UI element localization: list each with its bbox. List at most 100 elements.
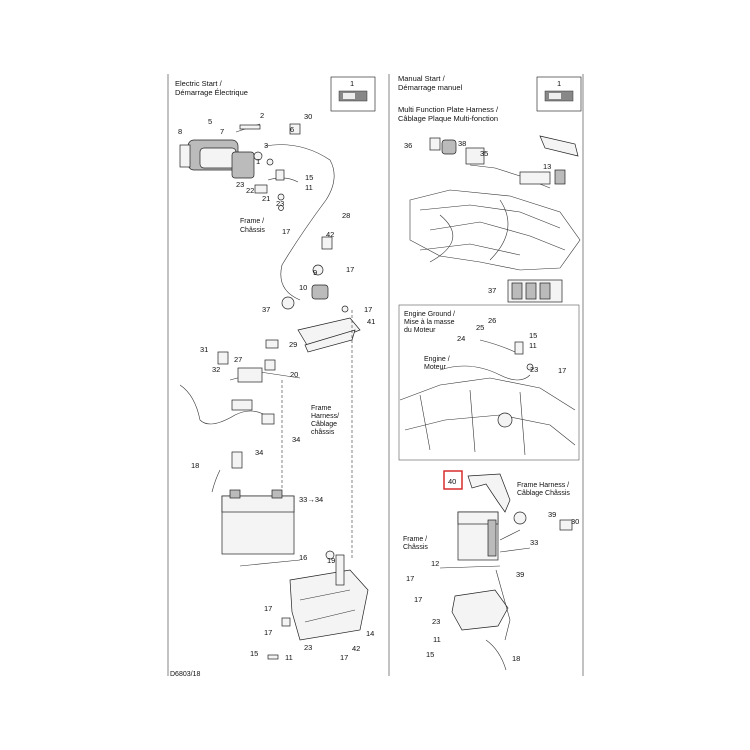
svg-text:3: 3 (264, 141, 268, 150)
svg-text:Frame /: Frame / (403, 536, 427, 543)
svg-text:Engine /: Engine / (424, 356, 450, 363)
svg-text:17: 17 (558, 366, 566, 375)
svg-text:14: 14 (366, 629, 374, 638)
svg-text:9: 9 (313, 268, 317, 277)
svg-text:Châssis: Châssis (240, 227, 265, 234)
left-badge: 1 (330, 76, 376, 112)
svg-text:Câblage Châssis: Câblage Châssis (517, 490, 570, 497)
svg-text:Câblage Plaque Multi-fonction: Câblage Plaque Multi-fonction (398, 114, 498, 123)
engine-ground-box: Engine Ground / Mise à la masse du Moteu… (398, 304, 580, 461)
svg-text:40: 40 (448, 477, 456, 486)
svg-text:23: 23 (276, 199, 284, 208)
svg-text:37: 37 (262, 305, 270, 314)
svg-text:17: 17 (282, 227, 290, 236)
figure-code: D6803/18 (170, 671, 200, 678)
svg-text:du Moteur: du Moteur (404, 327, 436, 334)
svg-text:31: 31 (200, 345, 208, 354)
svg-text:42: 42 (326, 230, 334, 239)
battery-right (457, 511, 499, 561)
svg-text:17: 17 (414, 595, 422, 604)
part-40-highlight[interactable]: 40 (443, 470, 463, 490)
svg-text:châssis: châssis (311, 429, 335, 436)
svg-text:25: 25 (476, 323, 484, 332)
svg-text:12: 12 (431, 559, 439, 568)
svg-text:15: 15 (305, 173, 313, 182)
svg-text:2: 2 (260, 111, 264, 120)
svg-text:37: 37 (488, 286, 496, 295)
starter-motor (179, 139, 255, 179)
frame-harness-label: Frame Harness/ Câblage châssis (311, 405, 339, 436)
svg-text:22: 22 (246, 186, 254, 195)
svg-text:17: 17 (406, 574, 414, 583)
svg-text:15: 15 (426, 650, 434, 659)
svg-text:33→34: 33→34 (299, 495, 323, 504)
svg-text:27: 27 (234, 355, 242, 364)
svg-text:26: 26 (488, 316, 496, 325)
svg-text:34: 34 (292, 435, 300, 444)
svg-text:17: 17 (264, 604, 272, 613)
svg-text:1: 1 (350, 79, 354, 88)
left-callouts: 2 30 5 7 8 6 3 1 15 11 23 22 21 23 17 28… (178, 111, 375, 662)
svg-text:Multi Function Plate Harness /: Multi Function Plate Harness / (398, 105, 499, 114)
svg-text:23: 23 (304, 643, 312, 652)
svg-text:17: 17 (346, 265, 354, 274)
svg-text:29: 29 (289, 340, 297, 349)
svg-text:11: 11 (529, 341, 537, 350)
svg-text:35: 35 (480, 149, 488, 158)
svg-text:21: 21 (262, 194, 270, 203)
svg-text:Démarrage Électrique: Démarrage Électrique (175, 88, 248, 97)
svg-text:13: 13 (543, 162, 551, 171)
svg-text:38: 38 (458, 139, 466, 148)
svg-text:36: 36 (404, 141, 412, 150)
svg-text:24: 24 (457, 334, 465, 343)
svg-text:20: 20 (290, 370, 298, 379)
svg-text:11: 11 (305, 183, 313, 192)
svg-text:39: 39 (516, 570, 524, 579)
svg-text:23: 23 (432, 617, 440, 626)
svg-text:Electric Start /: Electric Start / (175, 79, 223, 88)
svg-text:17: 17 (364, 305, 372, 314)
frame-harness-label-right: Frame Harness / Câblage Châssis (517, 482, 570, 497)
svg-text:Démarrage manuel: Démarrage manuel (398, 83, 463, 92)
frame-chassis-label-1: Frame / Châssis (240, 218, 265, 234)
svg-text:19: 19 (327, 556, 335, 565)
svg-text:1: 1 (557, 79, 561, 88)
svg-text:42: 42 (352, 644, 360, 653)
right-callouts: 36 38 35 13 37 26 25 15 11 24 23 17 39 3… (404, 139, 579, 663)
svg-text:Manual Start /: Manual Start / (398, 74, 446, 83)
svg-text:6: 6 (290, 125, 294, 134)
svg-text:Frame Harness /: Frame Harness / (517, 482, 569, 489)
right-badge: 1 (536, 76, 582, 112)
svg-text:15: 15 (529, 331, 537, 340)
svg-text:28: 28 (342, 211, 350, 220)
svg-text:15: 15 (250, 649, 258, 658)
svg-text:8: 8 (178, 127, 182, 136)
svg-text:7: 7 (220, 127, 224, 136)
svg-text:Câblage: Câblage (311, 421, 337, 428)
svg-text:18: 18 (512, 654, 520, 663)
svg-text:Moteur: Moteur (424, 364, 446, 371)
svg-text:23: 23 (236, 180, 244, 189)
svg-text:1: 1 (256, 157, 260, 166)
svg-text:5: 5 (208, 117, 212, 126)
svg-text:30: 30 (304, 112, 312, 121)
svg-text:41: 41 (367, 317, 375, 326)
battery (221, 489, 295, 555)
svg-text:32: 32 (212, 365, 220, 374)
svg-text:17: 17 (264, 628, 272, 637)
svg-text:Harness/: Harness/ (311, 413, 339, 420)
svg-text:39: 39 (548, 510, 556, 519)
svg-text:34: 34 (255, 448, 263, 457)
svg-text:16: 16 (299, 553, 307, 562)
svg-text:Engine Ground /: Engine Ground / (404, 311, 455, 318)
svg-text:30: 30 (571, 517, 579, 526)
svg-text:Châssis: Châssis (403, 544, 428, 551)
svg-text:10: 10 (299, 283, 307, 292)
svg-text:Frame: Frame (311, 405, 331, 412)
svg-text:33: 33 (530, 538, 538, 547)
right-panel-title: Manual Start / Démarrage manuel Multi Fu… (398, 74, 499, 123)
svg-text:11: 11 (285, 653, 293, 662)
svg-text:Frame /: Frame / (240, 218, 264, 225)
svg-text:Mise à la masse: Mise à la masse (404, 319, 455, 326)
